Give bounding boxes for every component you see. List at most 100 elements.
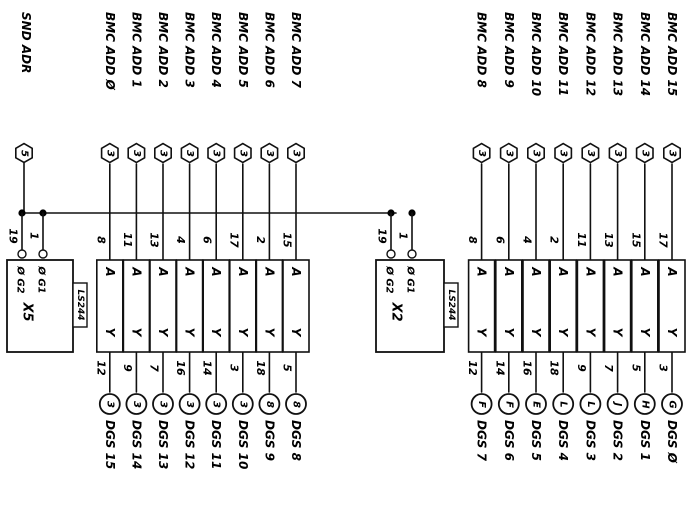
left_chip-gate-block [6, 259, 74, 353]
left_chip-out-pin-2: 3 [227, 364, 240, 372]
left_chip-dgs-pin-3: 3 [211, 401, 222, 408]
right_chip-buffer-cell [630, 259, 659, 353]
right_chip-bmc-pin-5-frame [526, 142, 546, 164]
left_chip-input-a-label: A [183, 266, 197, 276]
left_chip-in-pin-7: 8 [94, 236, 107, 244]
left_chip-output-y-label: Y [156, 328, 170, 338]
right_chip-bmc-label-6: BMC ADD 9 [502, 12, 516, 88]
left_chip-in-pin-5: 13 [148, 232, 161, 248]
left_chip-input-a-label: A [209, 266, 223, 276]
right_chip-dgs-label-3: DGS 3 [583, 420, 597, 461]
right_chip-buffer-cell [603, 259, 632, 353]
left_chip-dgs-label-2: DGS 10 [236, 420, 250, 469]
right_chip-in-pin-7: 8 [466, 236, 479, 244]
right_chip-bmc-label-1: BMC ADD 14 [638, 12, 652, 96]
right_chip-dgs-pin-1-frame [633, 393, 656, 415]
right_chip-dgs-label-7: DGS 7 [475, 420, 489, 462]
left_chip-bmc-label-1: BMC ADD 6 [262, 12, 276, 88]
right_chip-in-pin-3: 11 [575, 232, 588, 247]
right_chip-dgs-pin-4-frame [552, 393, 575, 415]
right_chip-output-y-label: Y [665, 328, 679, 338]
left_chip-dgs-pin-5: 3 [158, 401, 169, 408]
right_chip-bmc-pin-0-frame [662, 142, 682, 164]
left_chip-dgs-label-6: DGS 14 [129, 420, 143, 469]
left_chip-out-pin-7: 12 [94, 360, 107, 376]
right_chip-bmc-pin-2-frame [608, 142, 627, 164]
right_chip-enable-bubble-0 [386, 249, 396, 259]
left_chip-bmc-label-0: BMC ADD 7 [289, 12, 303, 88]
right_chip-out-pin-1: 5 [629, 364, 642, 372]
right_chip-in-pin-2: 13 [602, 232, 615, 248]
right_chip-buffer-cell [658, 259, 686, 353]
right_chip-dgs-pin-6: F [503, 401, 514, 408]
left_chip-dgs-pin-3-frame [205, 393, 228, 415]
right_chip-out-pin-2: 7 [602, 364, 615, 372]
left_chip-enable-pin-1: 1 [28, 232, 41, 240]
right_chip-input-a-label: A [475, 266, 489, 276]
right_chip-bmc-label-4: BMC ADD 11 [556, 12, 570, 96]
right_chip-dgs-pin-1: H [639, 400, 650, 409]
right_chip-bmc-label-7: BMC ADD 8 [475, 12, 489, 88]
left_chip-part-label: LS244 [75, 289, 85, 320]
left_chip-bmc-pin-3: 3 [211, 150, 222, 157]
left_chip-dgs-pin-1: 8 [264, 401, 275, 408]
right_chip-in-pin-0: 17 [657, 232, 670, 248]
right_chip-bmc-pin-7: 3 [476, 150, 487, 157]
right_chip-dgs-label-4: DGS 4 [556, 420, 570, 461]
left_chip-dgs-pin-2: 3 [237, 401, 248, 408]
left_chip-gate-stub [72, 282, 88, 328]
right_chip-output-y-label: Y [475, 328, 489, 338]
right_chip-out-pin-4: 18 [548, 360, 561, 376]
right_chip-buffer-cell [494, 259, 523, 353]
right_chip-bmc-pin-4: 3 [558, 150, 569, 157]
right_chip-dgs-pin-5: E [531, 401, 542, 408]
left_chip-bmc-pin-6: 3 [131, 150, 142, 157]
parts-layer [6, 142, 686, 415]
right_chip-in-pin-6: 6 [493, 236, 506, 244]
left_chip-bmc-pin-0-frame [286, 142, 306, 164]
right_chip-dgs-pin-7-frame [470, 393, 493, 415]
left_chip-dgs-label-1: DGS 9 [262, 420, 276, 461]
left_chip-buffer-cell [122, 259, 151, 353]
left_chip-in-pin-6: 11 [121, 232, 134, 247]
right_chip-out-pin-3: 9 [575, 364, 588, 372]
left_chip-out-pin-0: 5 [281, 364, 294, 372]
left_chip-bmc-pin-1-frame [260, 142, 279, 164]
left_chip-bmc-label-2: BMC ADD 5 [236, 12, 250, 88]
left_chip-enable-bubble-0 [17, 249, 27, 259]
left_chip-dgs-pin-7-frame [98, 393, 121, 415]
right_chip-gate-stub [443, 282, 459, 328]
left_chip-input-a-label: A [129, 266, 143, 276]
left_chip-dgs-label-5: DGS 13 [156, 420, 170, 469]
left_chip-in-pin-2: 17 [227, 232, 240, 248]
left_chip-enable-pin-0: 19 [7, 228, 20, 244]
left_chip-input-a-label: A [236, 266, 250, 276]
left_chip-bmc-pin-4-frame [180, 142, 199, 164]
right_chip-out-pin-6: 14 [493, 360, 506, 375]
right_chip-in-pin-4: 2 [548, 236, 561, 244]
left_chip-input-a-label: A [103, 266, 117, 276]
right_chip-bmc-pin-3: 3 [585, 150, 596, 157]
right_chip-dgs-pin-6-frame [497, 393, 520, 415]
left_chip-ref-label: X5 [20, 301, 35, 321]
left_chip-dgs-pin-5-frame [152, 393, 174, 415]
right_chip-out-pin-7: 12 [466, 360, 479, 376]
snd-adr-pin-frame [15, 142, 34, 164]
right_chip-input-a-label: A [556, 266, 570, 276]
right_chip-dgs-label-0: DGS Ø [665, 420, 679, 464]
right_chip-dgs-pin-0-frame [661, 393, 683, 415]
left_chip-output-y-label: Y [262, 328, 276, 338]
left_chip-out-pin-1: 18 [254, 360, 267, 376]
left_chip-bmc-pin-0: 3 [291, 150, 302, 157]
right_chip-dgs-pin-2-frame [606, 393, 629, 415]
left_chip-out-pin-3: 14 [201, 360, 214, 375]
left_chip-dgs-pin-4: 3 [184, 401, 195, 408]
left_chip-bmc-pin-7: 3 [104, 150, 115, 157]
left_chip-bmc-label-3: BMC ADD 4 [209, 12, 223, 88]
left_chip-dgs-pin-4-frame [178, 393, 201, 415]
left_chip-in-pin-3: 6 [201, 236, 214, 244]
left_chip-dgs-label-3: DGS 11 [209, 420, 223, 469]
